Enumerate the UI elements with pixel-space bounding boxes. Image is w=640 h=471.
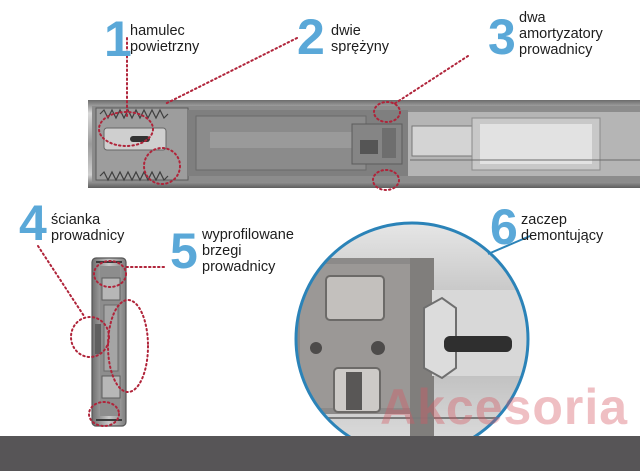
leader-line-3 (393, 55, 469, 105)
leader-line-2 (164, 37, 298, 105)
highlight-circle-5c (107, 299, 149, 393)
callout-label-4: ścianka prowadnicy (51, 212, 124, 244)
callout-label-5-line-3: prowadnicy (202, 259, 276, 275)
callout-label-2-line-1: dwie (331, 23, 361, 39)
callout-label-3-line-1: dwa (519, 10, 546, 26)
zoom-leader-line (487, 235, 531, 255)
callout-label-6: zaczep demontujący (521, 212, 603, 244)
callout-label-6-line-1: zaczep (521, 212, 567, 228)
callout-label-6-line-2: demontujący (521, 228, 604, 244)
callout-label-5-line-1: wyprofilowane (202, 227, 294, 243)
callout-label-3-line-3: prowadnicy (519, 42, 593, 58)
callout-number-6: 6 (490, 199, 518, 255)
watermark: Akcesoria (380, 379, 629, 435)
callout-label-2: dwie sprężyny (331, 23, 389, 55)
callout-number-2: 2 (297, 9, 325, 65)
bottom-bar (0, 436, 640, 471)
callout-number-5: 5 (170, 223, 198, 279)
highlight-circle-1 (98, 111, 154, 147)
callout-number-4: 4 (19, 195, 47, 251)
callout-number-1: 1 (104, 11, 132, 67)
highlight-circle-3a (373, 101, 401, 123)
highlight-circle-5a (93, 260, 127, 288)
zoom-detail-circle (294, 221, 531, 457)
highlight-circle-3b (372, 169, 400, 191)
callout-label-5: wyprofilowane brzegi prowadnicy (202, 227, 294, 275)
callout-label-1-line-2: powietrzny (130, 39, 200, 55)
callout-label-1: hamulec powietrzny (130, 23, 199, 55)
callout-label-4-line-1: ścianka (51, 212, 101, 228)
callout-label-3: dwa amortyzatory prowadnicy (519, 10, 603, 58)
callout-label-4-line-2: prowadnicy (51, 228, 125, 244)
callout-label-3-line-2: amortyzatory (519, 26, 603, 42)
callout-label-1-line-1: hamulec (130, 23, 185, 39)
callout-label-2-line-2: sprężyny (331, 39, 390, 55)
callout-number-3: 3 (488, 9, 516, 65)
highlight-circle-5b (88, 401, 120, 427)
callout-label-5-line-2: brzegi (202, 243, 242, 259)
main-rail (88, 100, 640, 188)
leader-line-4 (37, 245, 85, 317)
leader-lines (37, 37, 469, 427)
highlight-circle-1b (143, 147, 181, 185)
